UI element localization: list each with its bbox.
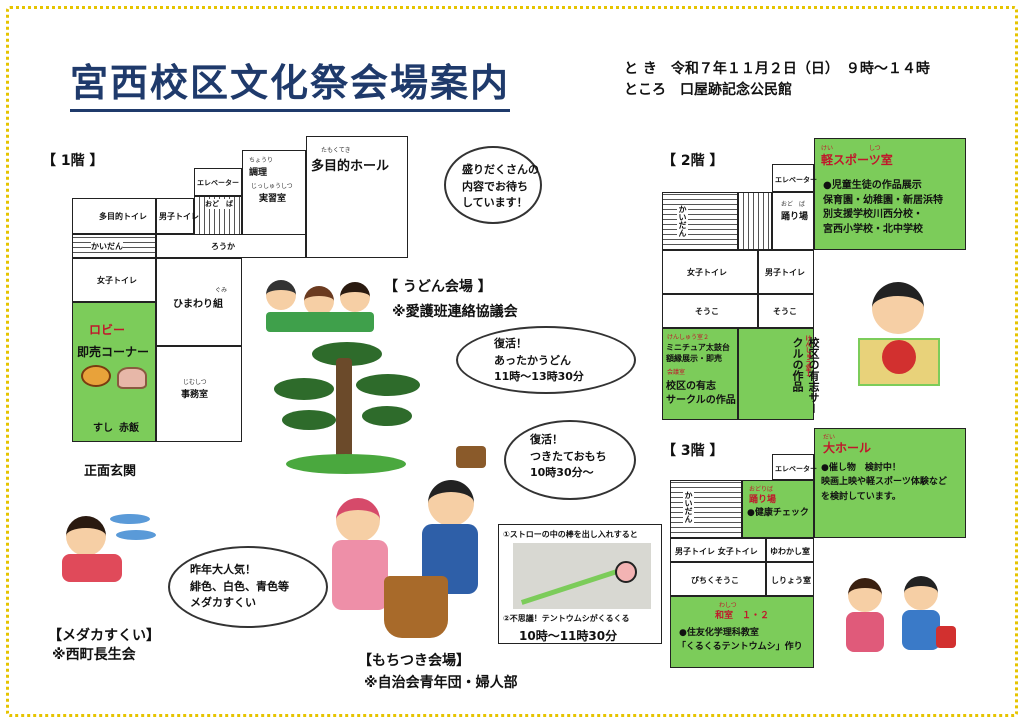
odoriba-1f: おど ば bbox=[194, 196, 242, 236]
medaka-bubble-text: 昨年大人気！緋色、白色、青色等メダカすくい bbox=[190, 563, 289, 609]
shiryo-room: しりょう室 bbox=[766, 562, 814, 596]
star-border bbox=[6, 6, 1018, 717]
elevator-2f: エレベーター bbox=[772, 164, 817, 192]
when-label: と き bbox=[624, 61, 657, 77]
souko2-2f: そうこ bbox=[758, 294, 814, 328]
washitsu-room: わしつ 和室 １・２ ●住友化学理科教室 「くるくるテントウムシ」作り bbox=[670, 596, 814, 668]
udon-host: ※愛護班連絡協議会 bbox=[392, 304, 518, 320]
stairs-2f-mid bbox=[738, 192, 772, 250]
floor3-heading: 【 3階 】 bbox=[662, 443, 724, 459]
medaka-heading: 【メダカすくい】 bbox=[48, 628, 160, 644]
kenshu2-room: けんしゅう室２ ミニチュア太鼓台 額縁展示・即売 会議室 校区の有志 サークルの… bbox=[662, 328, 738, 420]
elevator-1f: エレベーター bbox=[194, 168, 242, 196]
kei-sports-text: ●児童生徒の作品展示保育園・幼稚園・新居浜特別支援学校川西分校・宮西小学校・北中… bbox=[823, 180, 943, 235]
when-value: 令和７年１１月２日（日） ９時～１４時 bbox=[670, 61, 930, 77]
straw-experiment-box: ①ストローの中の棒を出し入れすると ②不思議！テントウムシがくるくる 10時～1… bbox=[498, 524, 662, 644]
kenshu1-room: 校区の有志サークルの作品 けんしゅう室１ bbox=[738, 328, 820, 420]
kaidan-3f: かいだん bbox=[670, 480, 742, 538]
pine-tree-illustration bbox=[272, 338, 422, 478]
kids-shopping-illustration bbox=[840, 574, 960, 670]
straw-photo bbox=[513, 543, 651, 609]
male-toilet-2f: 男子トイレ bbox=[758, 250, 814, 294]
center-bubble bbox=[444, 146, 542, 224]
yuwakashi-room: ゆわかし室 bbox=[766, 538, 814, 562]
sushi-icon bbox=[81, 365, 111, 387]
where-row: ところ 口屋跡記念公民館 bbox=[624, 79, 792, 99]
floor2-heading: 【 2階 】 bbox=[662, 153, 724, 169]
dai-hall-text: ●催し物 検討中！映画上映や軽スポーツ体験などを検討しています。 bbox=[821, 463, 947, 502]
mochi-heading: 【もちつき会場】 bbox=[358, 653, 470, 669]
rouka-1f: ろうか bbox=[156, 234, 306, 258]
bichiku-souko: びちくそうこ bbox=[670, 562, 766, 596]
tamokuteki-hall: たもくてき 多目的ホール bbox=[306, 136, 408, 258]
where-label: ところ bbox=[624, 82, 666, 98]
elevator-3f: エレベーター bbox=[772, 454, 817, 480]
odoriba-2f: おど ば 踊り場 bbox=[772, 192, 814, 250]
where-value: 口屋跡記念公民館 bbox=[680, 82, 792, 98]
center-bubble-text: 盛りだくさんの内容でお待ちしています！ bbox=[462, 163, 539, 209]
medaka-girl-illustration bbox=[60, 508, 164, 584]
mochi-bubble bbox=[504, 420, 636, 500]
souko1-2f: そうこ bbox=[662, 294, 758, 328]
toilets-3f: 男子トイレ 女子トイレ bbox=[670, 538, 766, 562]
medaka-host: ※西町長生会 bbox=[52, 647, 136, 663]
odoriba-3f: おどりば 踊り場 ●健康チェック bbox=[742, 480, 814, 538]
entrance-label: 正面玄関 bbox=[84, 464, 137, 479]
floor1-heading: 【 1階 】 bbox=[42, 153, 104, 169]
sekihan-icon bbox=[117, 367, 147, 389]
children-eating-illustration bbox=[266, 276, 374, 334]
medaka-bubble bbox=[168, 546, 328, 628]
udon-heading: 【 うどん会場 】 bbox=[384, 279, 492, 295]
udon-bubble bbox=[456, 326, 636, 394]
kaidan-2f: かいだん bbox=[662, 192, 738, 250]
boy-apple-illustration bbox=[858, 282, 940, 390]
himawari-room: ぐみ ひまわり組 bbox=[156, 258, 242, 346]
female-toilet-1f: 女子トイレ bbox=[72, 258, 156, 302]
dai-hall: だい 大ホール ●催し物 検討中！映画上映や軽スポーツ体験などを検討しています。 bbox=[814, 428, 966, 538]
kaidan-1f: かいだん bbox=[72, 234, 156, 258]
page-title: 宮西校区文化祭会場案内 bbox=[70, 52, 511, 112]
mochi-pounding-illustration bbox=[332, 446, 502, 642]
jimu-room: じむしつ 事務室 bbox=[156, 346, 242, 442]
kei-sports-room: けい しつ 軽スポーツ室 ●児童生徒の作品展示保育園・幼稚園・新居浜特別支援学校… bbox=[814, 138, 966, 250]
lobby-area: ロビー 即売コーナー すし 赤飯 bbox=[72, 302, 156, 442]
when-row: と き 令和７年１１月２日（日） ９時～１４時 bbox=[624, 58, 930, 78]
male-toilet-1f: 男子トイレ bbox=[156, 198, 199, 234]
mochi-host: ※自治会青年団・婦人部 bbox=[364, 675, 518, 691]
multi-toilet-1f: 多目的トイレ bbox=[72, 198, 156, 234]
chouri-room: ちょうり 調理 じっしゅうしつ 実習室 bbox=[242, 150, 306, 236]
female-toilet-2f: 女子トイレ bbox=[662, 250, 758, 294]
